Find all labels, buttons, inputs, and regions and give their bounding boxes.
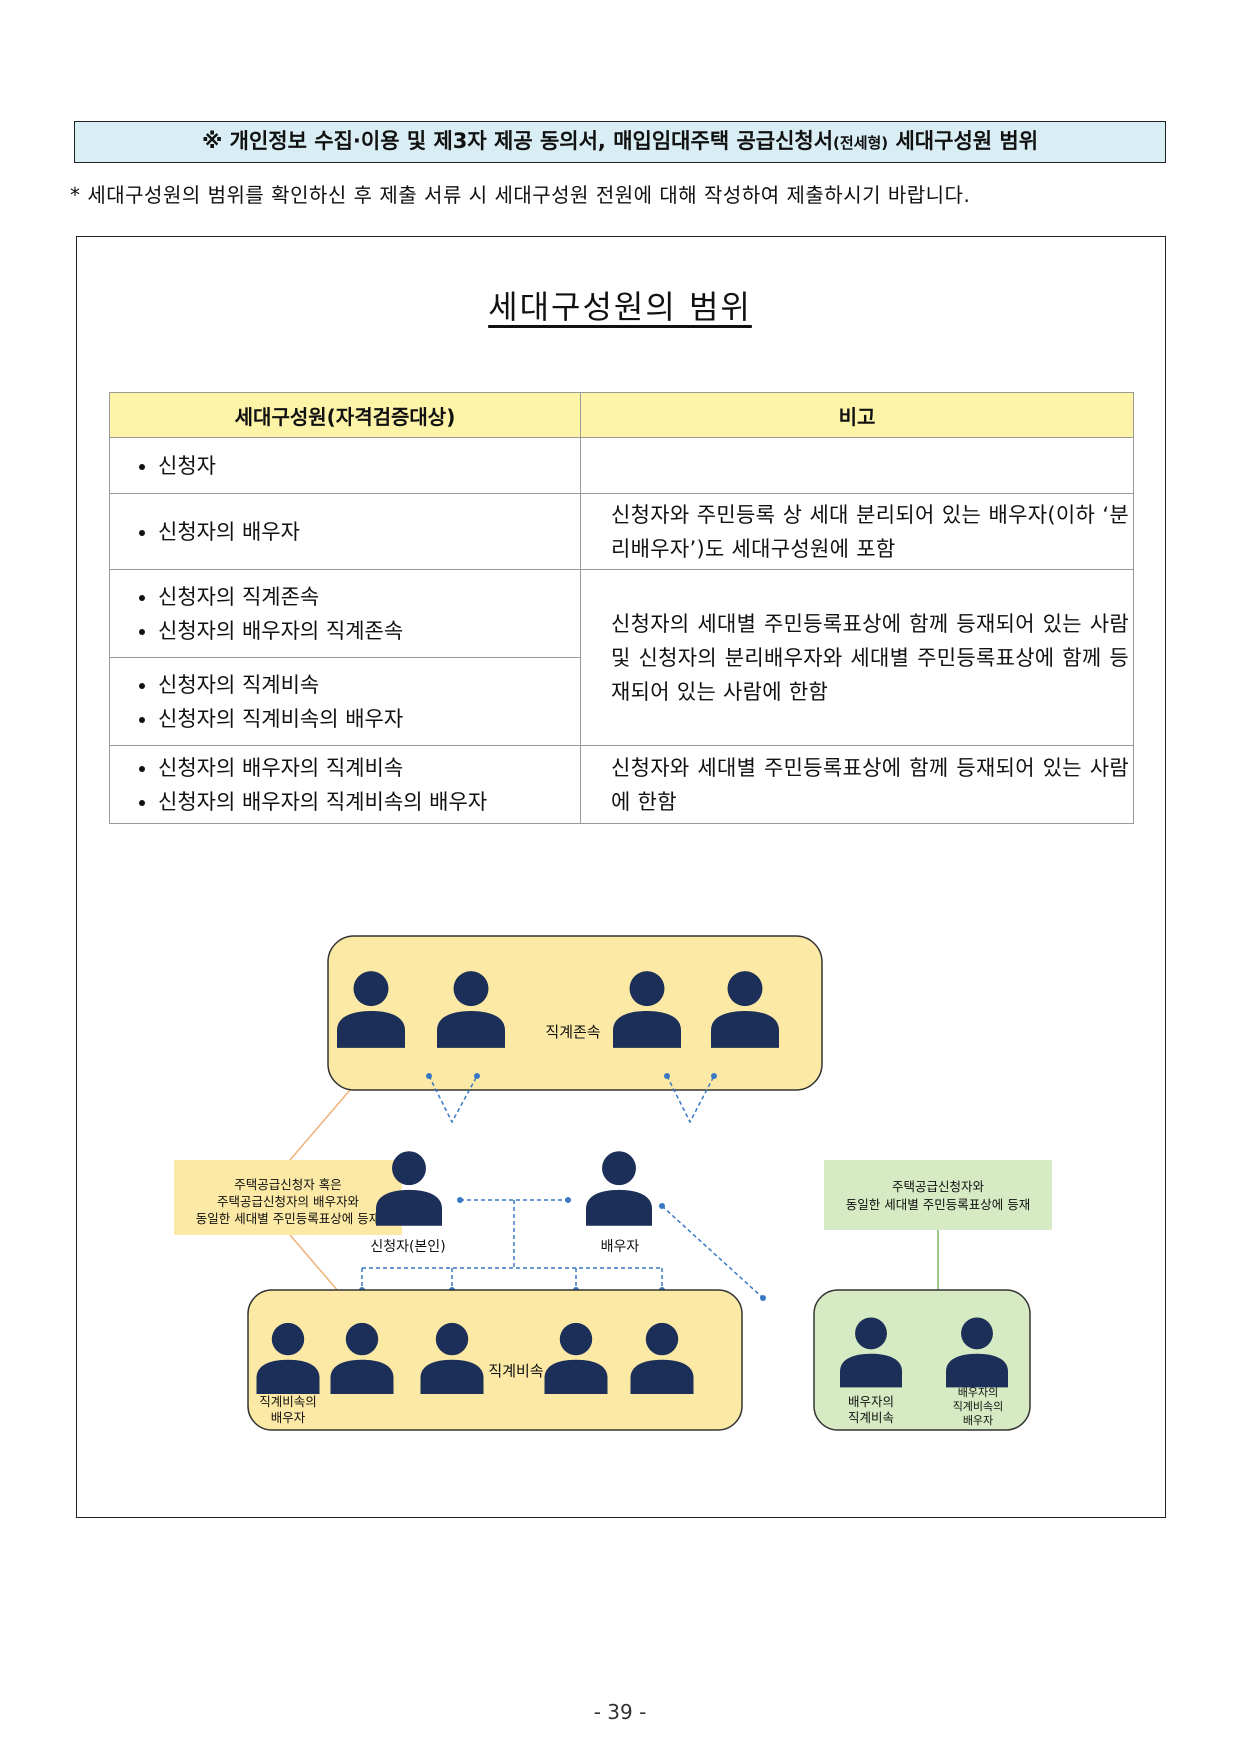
yellow-note-line: 주택공급신청자 혹은 — [234, 1177, 341, 1192]
yellow-note-line: 주택공급신청자의 배우자와 — [217, 1194, 359, 1209]
member-cell: 신청자 — [109, 437, 581, 494]
connector-dots — [426, 1073, 717, 1079]
spouse-descendant-label: 배우자의 — [848, 1394, 894, 1409]
remark-cell: 신청자의 세대별 주민등록표상에 함께 등재되어 있는 사람 및 신청자의 분리… — [580, 569, 1134, 746]
member-cell: 신청자의 배우자의 직계비속 신청자의 배우자의 직계비속의 배우자 — [109, 745, 581, 824]
list-item: 신청자의 배우자의 직계비속 — [158, 751, 580, 785]
table-row: 신청자 — [109, 437, 1134, 494]
table-row: 신청자의 배우자 신청자와 주민등록 상 세대 분리되어 있는 배우자(이하 ‘… — [109, 493, 1134, 570]
spouse-descendant-spouse-label: 배우자 — [963, 1414, 993, 1427]
content-frame — [76, 236, 1166, 1518]
green-note-line: 주택공급신청자와 — [892, 1179, 985, 1194]
descendants-box — [247, 1289, 743, 1431]
remark-cell — [580, 437, 1134, 494]
section-title: 세대구성원의 범위 — [488, 288, 752, 326]
list-item: 신청자의 직계비속 — [158, 668, 580, 702]
list-item: 신청자 — [158, 449, 580, 483]
member-cell: 신청자의 직계비속 신청자의 직계비속의 배우자 — [109, 657, 581, 746]
list-item: 신청자의 직계비속의 배우자 — [158, 702, 580, 736]
table-row: 신청자의 직계존속 신청자의 배우자의 직계존속 신청자의 세대별 주민등록표상… — [109, 569, 1134, 746]
descendants-label: 직계비속 — [488, 1362, 543, 1380]
list-item: 신청자의 배우자 — [158, 515, 580, 549]
spouse-icon — [586, 1151, 652, 1226]
spouse-label: 배우자 — [601, 1239, 640, 1255]
note-connector-top — [289, 1089, 351, 1161]
instruction-note: * 세대구성원의 범위를 확인하신 후 제출 서류 시 세대구성원 전원에 대해… — [70, 183, 971, 207]
list-item: 신청자의 배우자의 직계존속 — [158, 614, 580, 648]
header-title-main: ※ 개인정보 수집·이용 및 제3자 제공 동의서, 매입임대주택 공급신청서 — [201, 129, 834, 153]
table-header-members: 세대구성원(자격검증대상) — [109, 392, 581, 438]
table-header-row: 세대구성원(자격검증대상) 비고 — [109, 392, 1134, 438]
household-diagram: 직계존속 주택공급신청자 혹은 주택공급신청자의 배우자와 동일한 세대별 주민… — [174, 935, 1052, 1431]
applicant-label: 신청자(본인) — [370, 1239, 445, 1255]
table-row: 신청자의 직계비속 신청자의 직계비속의 배우자 — [109, 657, 1134, 746]
spouse-descendant-spouse-label: 직계비속의 — [953, 1400, 1004, 1413]
ascendants-label: 직계존속 — [545, 1023, 600, 1041]
yellow-note-box — [174, 1160, 402, 1235]
member-cell: 신청자의 배우자 — [109, 493, 581, 570]
descendant-spouse-label: 직계비속의 — [259, 1394, 317, 1409]
remark-cell: 신청자와 세대별 주민등록표상에 함께 등재되어 있는 사람에 한함 — [580, 745, 1134, 824]
list-item: 신청자의 직계존속 — [158, 580, 580, 614]
ascendant-connectors — [428, 1075, 715, 1124]
spouse-descendant-label: 직계비속 — [848, 1410, 894, 1425]
header-title-box: ※ 개인정보 수집·이용 및 제3자 제공 동의서, 매입임대주택 공급신청서(… — [74, 121, 1166, 163]
table-row: 신청자의 배우자의 직계비속 신청자의 배우자의 직계비속의 배우자 신청자와 … — [109, 745, 1134, 824]
spouse-descendant-spouse-label: 배우자의 — [958, 1386, 998, 1399]
list-item: 신청자의 배우자의 직계비속의 배우자 — [158, 785, 580, 819]
header-title-small: (전세형) — [833, 134, 889, 152]
member-cell: 신청자의 직계존속 신청자의 배우자의 직계존속 — [109, 569, 581, 658]
descendant-spouse-label: 배우자 — [271, 1410, 306, 1425]
page-number: - 39 - — [593, 1700, 647, 1724]
yellow-note-line: 동일한 세대별 주민등록표상에 등재 — [196, 1211, 380, 1226]
green-note-box — [824, 1160, 1052, 1230]
ascendants-box — [327, 935, 823, 1091]
header-title-end: 세대구성원 범위 — [888, 129, 1039, 153]
table-header-remarks: 비고 — [580, 392, 1134, 438]
household-scope-table: 세대구성원(자격검증대상) 비고 신청자 신청자의 배우자 신청자와 주민등록 … — [109, 392, 1134, 824]
green-note-line: 동일한 세대별 주민등록표상에 등재 — [846, 1197, 1030, 1212]
remark-cell: 신청자와 주민등록 상 세대 분리되어 있는 배우자(이하 ‘분리배우자’)도 … — [580, 493, 1134, 570]
